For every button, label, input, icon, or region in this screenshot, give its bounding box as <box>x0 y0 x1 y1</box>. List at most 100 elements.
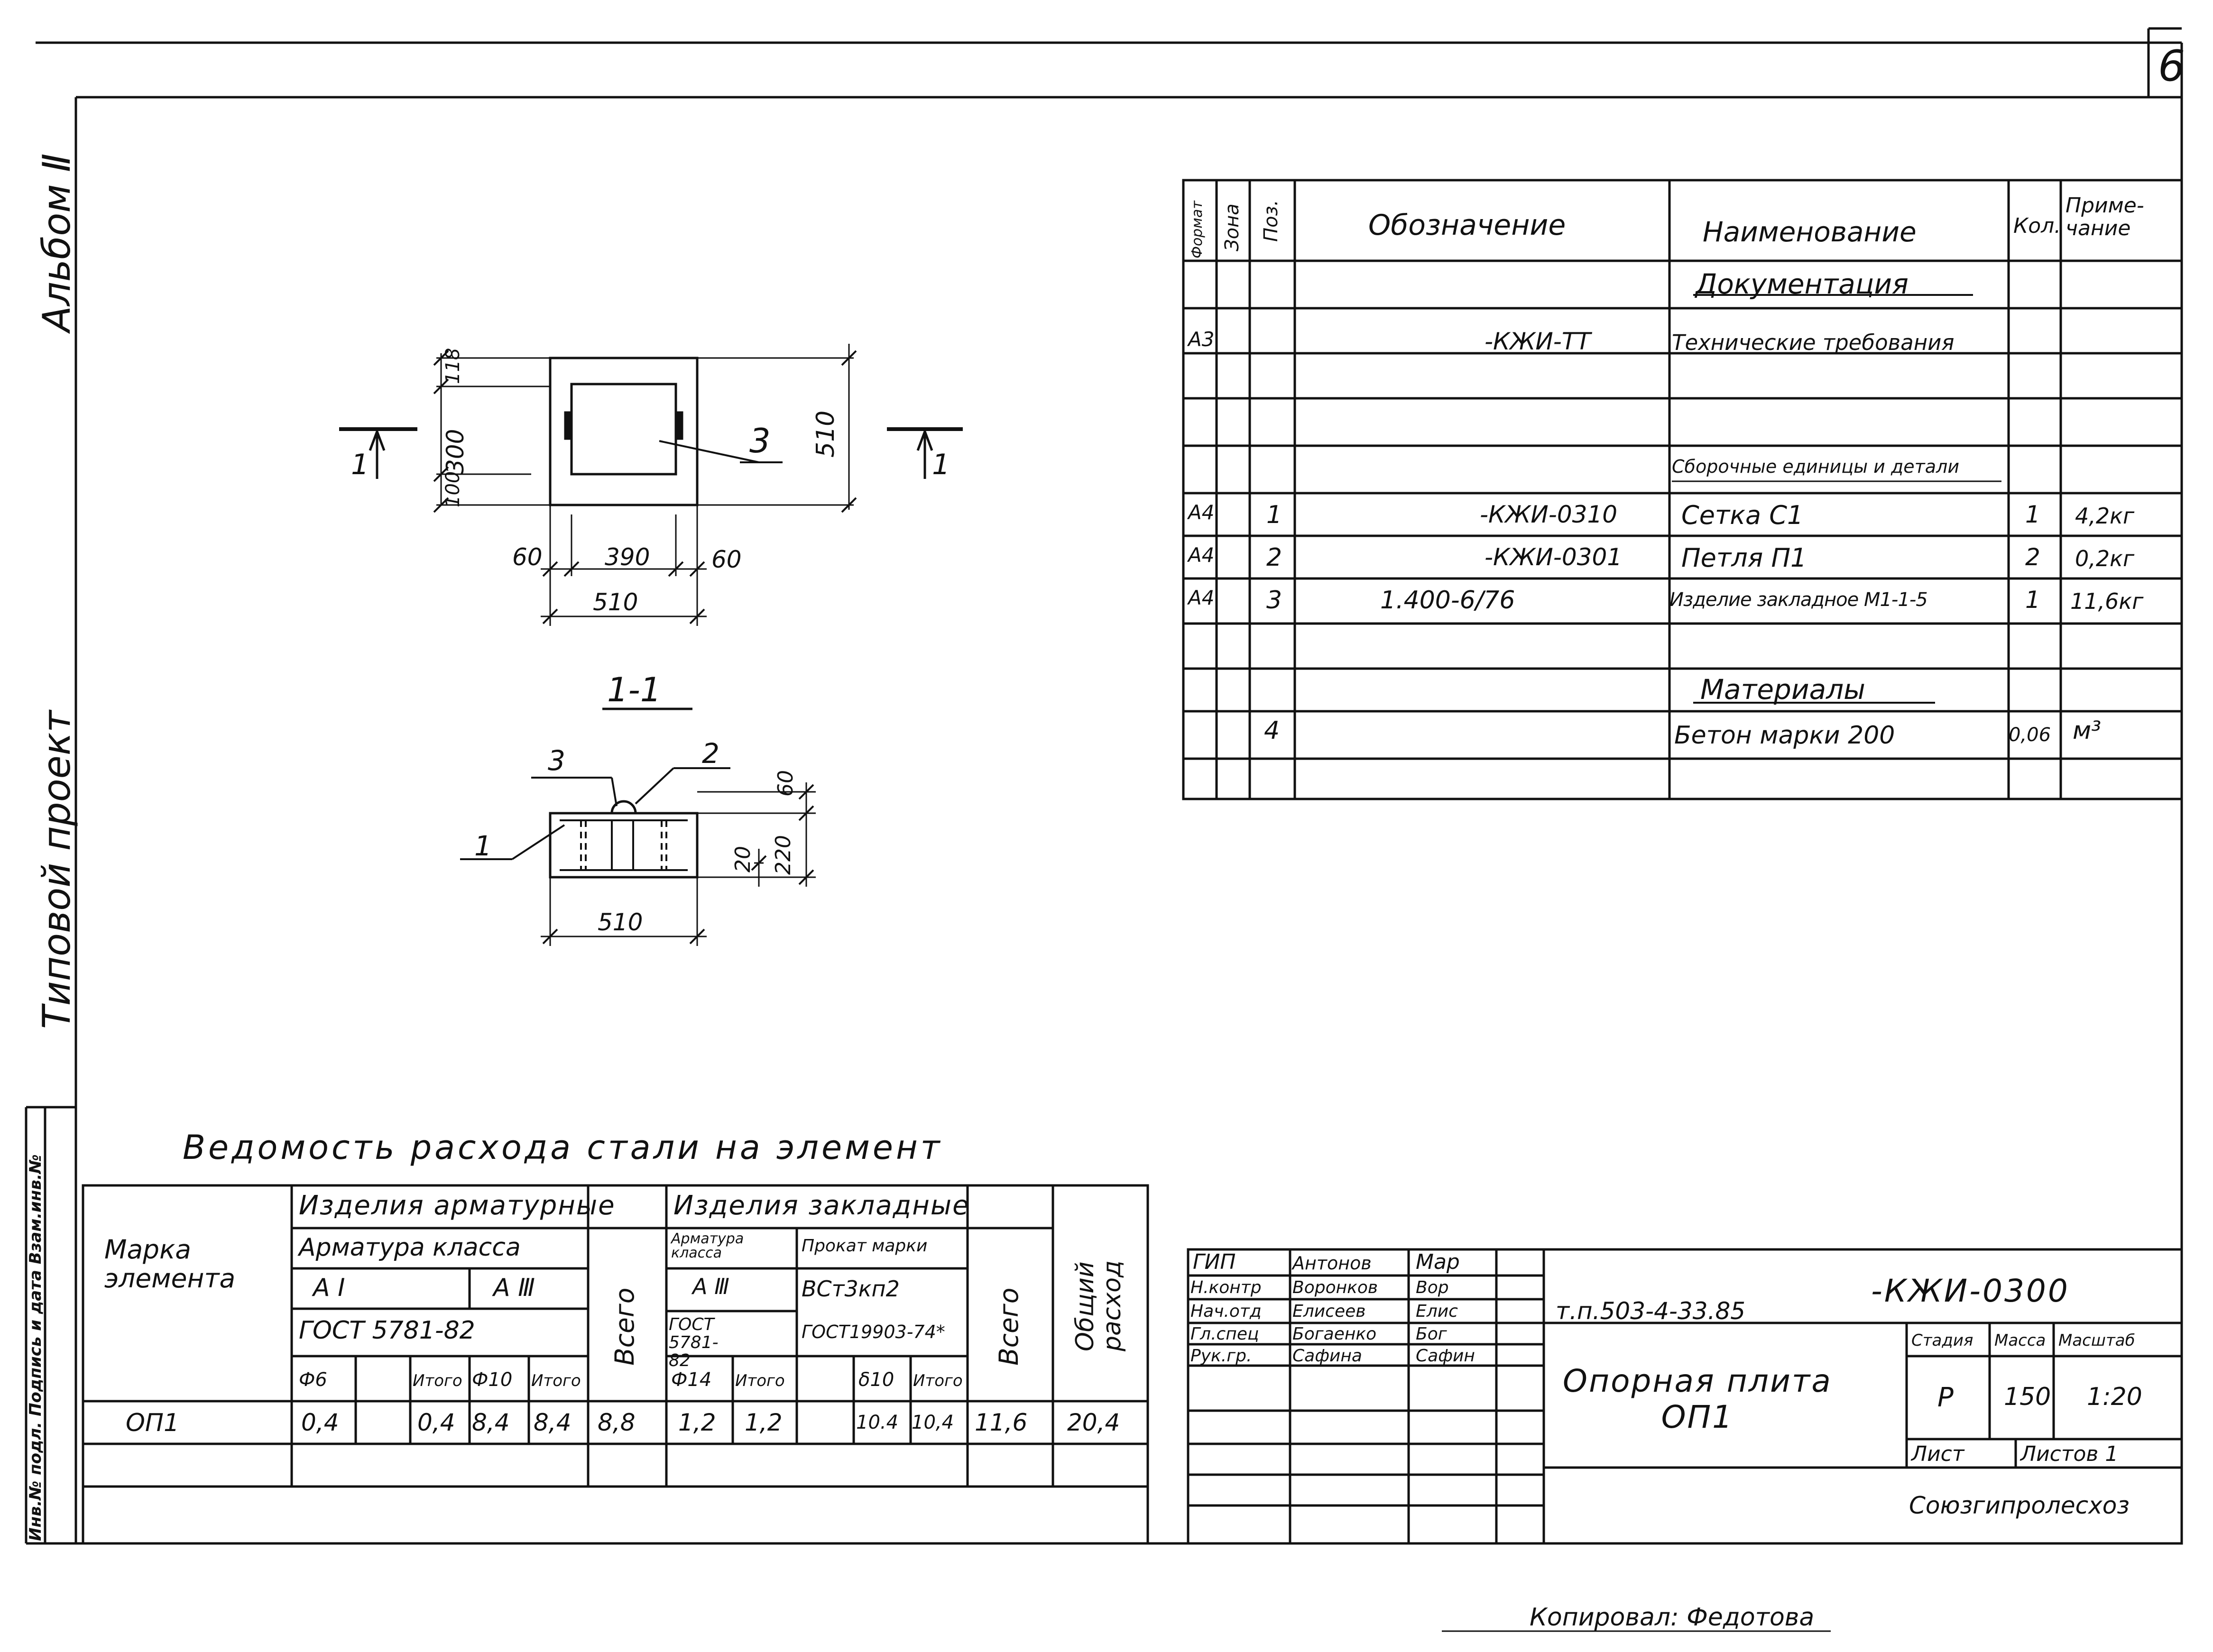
spec-row-note: 0,2кг <box>2075 546 2135 571</box>
sub-itogo-3: Итого <box>735 1371 785 1390</box>
dim-100: 100 <box>442 471 464 507</box>
rolled-grade: ВСт3кп2 <box>802 1276 900 1302</box>
spec-row-format: А4 <box>1188 501 1215 524</box>
project-number: т.п.503-4-33.85 <box>1556 1297 1746 1325</box>
spec-row-name: Технические требования <box>1672 330 1955 355</box>
scale-value: 1:20 <box>2087 1383 2142 1411</box>
spec-row-note: 11,6кг <box>2070 588 2144 614</box>
spec-header-zone: Зона <box>1221 203 1243 251</box>
spec-row-format: А4 <box>1188 543 1215 567</box>
stamp-signature: Бог <box>1416 1324 1447 1344</box>
section-pos-3: 3 <box>548 744 565 777</box>
copied-by: Копировал: Федотова <box>1530 1603 1815 1632</box>
stamp-name: Сафина <box>1292 1346 1362 1366</box>
sub-f10: Ф10 <box>472 1369 513 1391</box>
stage-value: Р <box>1937 1382 1954 1413</box>
spec-row-qty: 1 <box>2025 586 2040 614</box>
spec-header-qty: Кол. <box>2013 214 2061 238</box>
embedded-gost: ГОСТ 5781-82 <box>669 1315 719 1370</box>
row-total-rebar: 8,8 <box>598 1409 636 1436</box>
mass-value: 150 <box>2004 1383 2051 1411</box>
mark-header: Марка элемента <box>104 1234 236 1294</box>
spec-row-format: А3 <box>1188 328 1215 351</box>
spec-header-format: Формат <box>1189 201 1206 258</box>
stamp-name: Антонов <box>1292 1253 1372 1274</box>
rebar-gost: ГОСТ 5781-82 <box>299 1316 475 1345</box>
rolled-header: Прокат марки <box>802 1236 928 1256</box>
row-itogo-3: 1,2 <box>745 1409 783 1436</box>
section-title: 1-1 <box>607 670 662 709</box>
stamp-role: Н.контр <box>1190 1278 1262 1297</box>
stamp-role: Нач.отд <box>1190 1302 1262 1321</box>
sheets-label: Листов 1 <box>2020 1442 2119 1466</box>
album-label: Альбом Ⅱ <box>35 153 79 332</box>
stamp-name: Воронков <box>1292 1278 1378 1297</box>
spec-header-note: Приме- чание <box>2065 193 2144 241</box>
row-f6: 0,4 <box>301 1409 339 1436</box>
spec-row-qty: 0,06 <box>2009 724 2051 746</box>
total-embedded-header: Всего <box>994 1287 1024 1366</box>
rebar-a1: А Ⅰ <box>313 1274 345 1302</box>
cut-label-right: 1 <box>932 448 950 481</box>
spec-row-note: 4,2кг <box>2075 503 2135 529</box>
document-code: -КЖИ-0300 <box>1871 1273 2070 1309</box>
row-overall: 20,4 <box>1067 1409 1120 1436</box>
dim-60-left: 60 <box>512 543 543 571</box>
section-pos-1: 1 <box>474 830 492 862</box>
sub-itogo-2: Итого <box>531 1371 581 1390</box>
rebar-header: Изделия арматурные <box>299 1190 616 1221</box>
embedded-a3: А Ⅲ <box>692 1274 729 1299</box>
dim-510-horizontal: 510 <box>593 588 638 616</box>
spec-header-designation: Обозначение <box>1368 209 1566 242</box>
mass-header: Масса <box>1994 1331 2046 1350</box>
spec-header-pos: Поз. <box>1260 200 1282 242</box>
stamp-role: ГИП <box>1193 1250 1236 1274</box>
rolled-gost: ГОСТ19903-74* <box>802 1322 945 1342</box>
dim-510-vertical: 510 <box>811 410 840 458</box>
dim-300: 300 <box>442 429 469 474</box>
sub-d10: δ10 <box>858 1369 894 1391</box>
spec-row-designation: 1.400-6/76 <box>1380 586 1515 615</box>
spec-row-designation: -КЖИ-0301 <box>1485 543 1623 571</box>
spec-row-designation: -КЖИ-ТТ <box>1485 328 1591 355</box>
dim-390: 390 <box>605 543 650 571</box>
spec-row-name: Бетон марки 200 <box>1674 721 1895 750</box>
organization: Союзгипролесхоз <box>1909 1492 2130 1519</box>
section-pos-2: 2 <box>702 737 719 770</box>
project-type-label: Типовой проект <box>35 710 79 1029</box>
sub-itogo-1: Итого <box>413 1371 462 1390</box>
cut-label-left: 1 <box>351 448 369 481</box>
stage-header: Стадия <box>1911 1331 1973 1350</box>
row-itogo-2: 8,4 <box>534 1409 572 1436</box>
stamp-name: Елисеев <box>1292 1302 1366 1321</box>
spec-row-format: А4 <box>1188 586 1215 609</box>
dim-60-right: 60 <box>711 546 742 573</box>
spec-row-designation: -КЖИ-0310 <box>1480 501 1618 528</box>
dim-118: 118 <box>442 348 464 384</box>
total-rebar-header: Всего <box>609 1287 640 1366</box>
sheet-label: Лист <box>1911 1442 1964 1466</box>
section-materials: Материалы <box>1700 673 1865 706</box>
embedded-class-header: Арматура класса <box>671 1230 744 1261</box>
stamp-signature: Сафин <box>1416 1346 1475 1366</box>
rebar-class-header: Арматура класса <box>299 1233 521 1262</box>
row-d10: 10.4 <box>856 1412 899 1433</box>
stamp-signature: Вор <box>1416 1278 1449 1297</box>
section-dim-20: 20 <box>731 846 755 872</box>
stamp-signature: Елис <box>1416 1302 1458 1321</box>
spec-row-pos: 1 <box>1266 501 1282 529</box>
section-documentation: Документация <box>1696 268 1909 300</box>
sub-f14: Ф14 <box>671 1369 712 1391</box>
row-itogo-4: 10,4 <box>912 1412 954 1433</box>
spec-row-name: Изделие закладное М1-1-5 <box>1669 589 1928 611</box>
stamp-role: Гл.спец <box>1190 1324 1259 1344</box>
stamp-name: Богаенко <box>1292 1324 1377 1344</box>
spec-row-pos: 3 <box>1266 586 1282 615</box>
embedded-header: Изделия закладные <box>673 1190 970 1221</box>
section-dim-60: 60 <box>774 770 798 797</box>
spec-row-qty: 2 <box>2025 543 2040 571</box>
sub-f6: Ф6 <box>299 1369 327 1391</box>
section-assemblies: Сборочные единицы и детали <box>1672 456 1960 477</box>
drawing-title: Опорная плита ОП1 <box>1563 1363 1832 1435</box>
